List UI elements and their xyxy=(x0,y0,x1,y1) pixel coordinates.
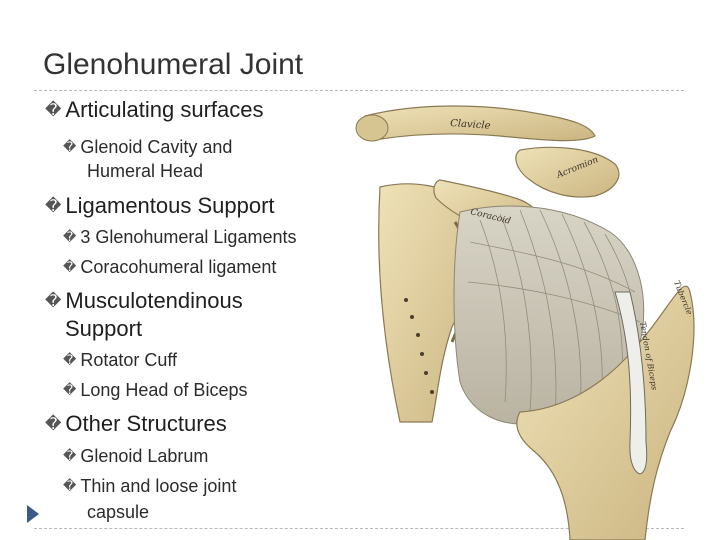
footer-divider xyxy=(34,528,684,529)
bullet-box-icon: � xyxy=(63,230,77,245)
bullet-articulating-surfaces: �Articulating surfaces xyxy=(45,97,264,123)
subbullet-glenohumeral-ligaments: �3 Glenohumeral Ligaments xyxy=(63,227,296,248)
subbullet-glenoid-labrum: �Glenoid Labrum xyxy=(63,446,208,467)
subbullet-rotator-cuff: �Rotator Cuff xyxy=(63,350,177,371)
title-divider xyxy=(34,90,684,91)
bullet-text: Glenoid Cavity and xyxy=(80,137,233,157)
clavicle-label: Clavicle xyxy=(450,118,491,132)
bullet-text: Articulating surfaces xyxy=(65,97,264,122)
bullet-box-icon: � xyxy=(63,140,77,155)
subbullet-long-head-biceps: �Long Head of Biceps xyxy=(63,380,247,401)
slide-marker-arrow-icon xyxy=(27,505,39,523)
bullet-box-icon: � xyxy=(63,479,77,494)
bullet-other-structures: �Other Structures xyxy=(45,411,227,437)
bullet-box-icon: � xyxy=(45,196,62,215)
bullet-text: Rotator Cuff xyxy=(80,350,178,370)
subbullet-coracohumeral-ligament: �Coracohumeral ligament xyxy=(63,257,276,278)
bullet-text: Musculotendinous xyxy=(65,288,243,313)
bullet-box-icon: � xyxy=(63,449,77,464)
bullet-ligamentous-support: �Ligamentous Support xyxy=(45,193,275,219)
subbullet-joint-capsule: �Thin and loose joint xyxy=(63,476,236,497)
bullet-text: Coracohumeral ligament xyxy=(80,257,277,277)
bullet-text: Thin and loose joint xyxy=(80,476,237,496)
subbullet-continuation: Humeral Head xyxy=(87,161,204,181)
bullet-continuation: Support xyxy=(65,316,143,341)
bullet-box-icon: � xyxy=(45,100,62,119)
subbullet-glenoid-cavity: �Glenoid Cavity and xyxy=(63,137,232,158)
bullet-text: Long Head of Biceps xyxy=(80,380,248,400)
subbullet-continuation: capsule xyxy=(87,502,150,522)
shoulder-anatomy-illustration: Clavicle Acromion Coracoid Tendon of Bic… xyxy=(355,105,695,540)
bullet-musculotendinous-support: �Musculotendinous xyxy=(45,288,243,314)
bullet-box-icon: � xyxy=(45,414,62,433)
slide-title: Glenohumeral Joint xyxy=(43,48,304,81)
bullet-text: Glenoid Labrum xyxy=(80,446,209,466)
bullet-box-icon: � xyxy=(45,291,62,310)
bullet-text: Ligamentous Support xyxy=(65,193,275,218)
bullet-text: Other Structures xyxy=(65,411,227,436)
bullet-box-icon: � xyxy=(63,353,77,368)
bullet-box-icon: � xyxy=(63,260,77,275)
bullet-box-icon: � xyxy=(63,383,77,398)
bullet-text: 3 Glenohumeral Ligaments xyxy=(80,227,297,247)
